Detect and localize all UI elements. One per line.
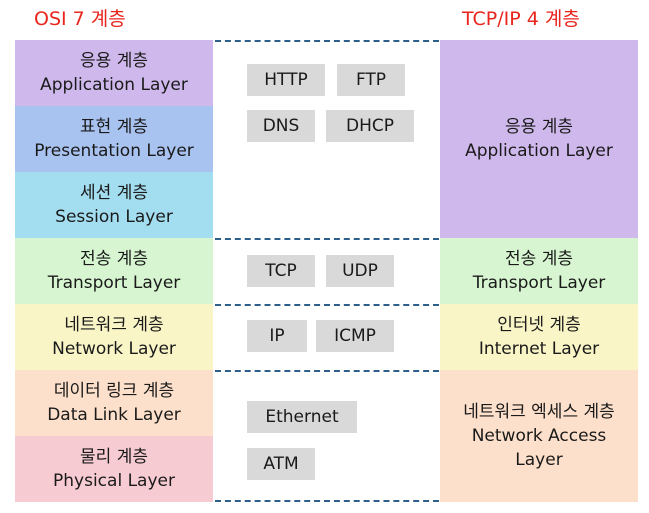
layer-english-label: Application Layer xyxy=(465,141,613,161)
layer-korean-label: 인터넷 계층 xyxy=(497,315,581,335)
protocol-dns: DNS xyxy=(247,110,315,142)
osi-presentation-layer: 표현 계층 Presentation Layer xyxy=(15,106,213,172)
protocol-icmp: ICMP xyxy=(316,320,394,352)
osi-network-layer: 네트워크 계층 Network Layer xyxy=(15,304,213,370)
tcpip-internet-layer: 인터넷 계층 Internet Layer xyxy=(440,304,638,370)
osi-transport-layer: 전송 계층 Transport Layer xyxy=(15,238,213,304)
separator-app-transport xyxy=(215,238,439,240)
protocol-ftp: FTP xyxy=(337,64,405,96)
layer-korean-label: 네트워크 계층 xyxy=(64,315,164,335)
tcpip-application-layer: 응용 계층 Application Layer xyxy=(440,40,638,238)
osi-application-layer: 응용 계층 Application Layer xyxy=(15,40,213,106)
protocol-dhcp: DHCP xyxy=(326,110,414,142)
osi-physical-layer: 물리 계층 Physical Layer xyxy=(15,436,213,502)
layer-english-label: Internet Layer xyxy=(478,339,600,359)
osi-session-layer: 세션 계층 Session Layer xyxy=(15,172,213,238)
protocol-ip: IP xyxy=(247,320,307,352)
protocol-http: HTTP xyxy=(247,64,325,96)
layer-korean-label: 응용 계층 xyxy=(505,117,573,137)
layer-english-label: Network Access xyxy=(471,426,607,446)
layer-korean-label: 표현 계층 xyxy=(80,117,148,137)
osi-data-link-layer: 데이터 링크 계층 Data Link Layer xyxy=(15,370,213,436)
layer-korean-label: 네트워크 엑세스 계층 xyxy=(463,402,615,422)
protocol-udp: UDP xyxy=(326,255,394,287)
protocol-ethernet: Ethernet xyxy=(247,401,357,433)
layer-english-label: Application Layer xyxy=(40,75,188,95)
layer-english-label: Transport Layer xyxy=(472,273,606,293)
layer-korean-label: 전송 계층 xyxy=(80,249,148,269)
separator-top xyxy=(215,40,439,42)
osi-title: OSI 7 계층 xyxy=(34,8,126,30)
layer-korean-label: 전송 계층 xyxy=(505,249,573,269)
layer-english-label: Data Link Layer xyxy=(47,405,181,425)
tcpip-transport-layer: 전송 계층 Transport Layer xyxy=(440,238,638,304)
layer-korean-label: 세션 계층 xyxy=(80,183,148,203)
tcpip-network-access-layer: 네트워크 엑세스 계층 Network Access Layer xyxy=(440,370,638,502)
protocol-tcp: TCP xyxy=(247,255,315,287)
layer-english-label: Physical Layer xyxy=(53,471,175,491)
separator-internet-access xyxy=(215,370,439,372)
layer-english-label: Network Layer xyxy=(52,339,176,359)
layer-english-label: Layer xyxy=(515,450,563,470)
tcpip-title: TCP/IP 4 계층 xyxy=(462,8,580,30)
layer-korean-label: 응용 계층 xyxy=(80,51,148,71)
separator-transport-internet xyxy=(215,304,439,306)
layer-english-label: Transport Layer xyxy=(47,273,181,293)
separator-bottom xyxy=(215,500,439,502)
layer-english-label: Presentation Layer xyxy=(34,141,194,161)
layer-english-label: Session Layer xyxy=(55,207,173,227)
protocol-atm: ATM xyxy=(247,448,315,480)
layer-korean-label: 물리 계층 xyxy=(80,447,148,467)
layer-korean-label: 데이터 링크 계층 xyxy=(53,381,175,401)
